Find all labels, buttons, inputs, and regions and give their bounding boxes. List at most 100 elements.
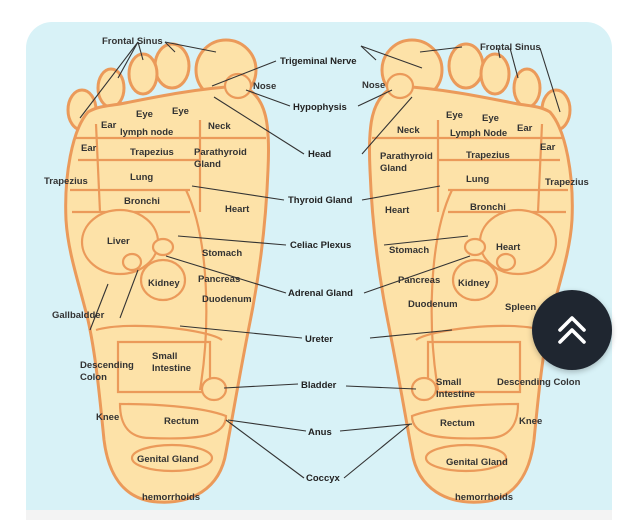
left-label-5: Ear: [81, 143, 97, 154]
leader-line-13: [361, 185, 441, 201]
leader-line-21: [345, 385, 417, 390]
right-label-21: Descending Colon: [497, 377, 581, 388]
left-label-2: Eye: [136, 109, 153, 120]
leader-line-27: [497, 47, 501, 59]
leader-line-28: [539, 47, 561, 113]
leader-line-5: [211, 60, 277, 87]
scroll-to-top-button[interactable]: [532, 290, 612, 370]
leader-line-17: [363, 255, 471, 294]
left-label-12: Nose: [253, 81, 276, 92]
leader-line-4: [164, 41, 217, 53]
right-label-10: Trapezius: [545, 177, 589, 188]
leader-line-29: [509, 47, 519, 79]
leader-line-9: [357, 89, 393, 107]
left-label-23: Rectum: [164, 416, 199, 427]
center-label-4: Celiac Plexus: [290, 240, 351, 251]
left-label-0: Frontal Sinus: [102, 36, 163, 47]
leader-line-12: [191, 185, 285, 201]
leader-line-22: [227, 419, 307, 432]
left-label-24: Genital Gland: [137, 454, 199, 465]
leader-line-1: [117, 41, 139, 79]
right-label-0: Frontal Sinus: [480, 42, 541, 53]
leader-line-8: [245, 89, 291, 107]
leader-line-18: [179, 325, 303, 339]
center-label-1: Hypophysis: [293, 102, 347, 113]
left-label-13: Heart: [225, 204, 250, 215]
right-label-24: Genital Gland: [446, 457, 508, 468]
center-label-7: Bladder: [301, 380, 337, 391]
right-label-25: hemorrhoids: [455, 492, 513, 503]
left-label-19: Gallbaldder: [52, 310, 105, 321]
left-label-17: Pancreas: [198, 274, 240, 285]
right-label-3: Eye: [482, 113, 499, 124]
leader-line-25: [343, 423, 411, 479]
left-label-14: Liver: [107, 236, 130, 247]
center-label-9: Coccyx: [306, 473, 341, 484]
left-label-15: Stomach: [202, 248, 242, 259]
leader-line-10: [213, 96, 305, 155]
right-label-19: Spleen: [505, 302, 536, 313]
double-chevron-up-icon: [558, 316, 586, 344]
center-label-5: Adrenal Gland: [288, 288, 353, 299]
right-label-6: Lymph Node: [450, 128, 507, 139]
leader-line-24: [225, 419, 305, 479]
right-label-11: Lung: [466, 174, 489, 185]
right-label-15: Stomach: [389, 245, 429, 256]
right-label-23: Rectum: [440, 418, 475, 429]
right-label-2: Eye: [446, 110, 463, 121]
leader-line-31: [89, 283, 109, 331]
right-label-1: Nose: [362, 80, 385, 91]
leader-line-15: [383, 235, 469, 246]
leader-line-2: [137, 41, 144, 61]
left-label-18: Duodenum: [202, 294, 252, 305]
left-label-7: Trapezius: [130, 147, 174, 158]
left-label-16: Kidney: [148, 278, 180, 289]
left-label-4: lymph node: [120, 127, 173, 138]
right-label-22: Knee: [519, 416, 542, 427]
left-label-22: Knee: [96, 412, 119, 423]
leader-line-16: [165, 255, 287, 294]
leader-line-7: [360, 45, 423, 69]
center-label-3: Thyroid Gland: [288, 195, 353, 206]
leader-lines: [79, 41, 561, 479]
right-label-7: Ear: [540, 142, 556, 153]
left-label-6: Trapezius: [44, 176, 88, 187]
right-label-8: Trapezius: [466, 150, 510, 161]
leader-line-19: [369, 329, 453, 339]
right-label-14: Heart: [496, 242, 521, 253]
right-label-12: Heart: [385, 205, 410, 216]
right-label-5: Neck: [397, 125, 420, 136]
leader-line-0: [79, 41, 139, 119]
left-label-8: Lung: [130, 172, 153, 183]
leader-line-3: [164, 41, 176, 53]
leader-line-30: [119, 269, 139, 319]
center-label-2: Head: [308, 149, 331, 160]
center-label-8: Anus: [308, 427, 332, 438]
right-label-18: Duodenum: [408, 299, 458, 310]
leader-line-6: [360, 45, 377, 61]
leader-line-26: [419, 46, 463, 53]
left-label-3: Eye: [172, 106, 189, 117]
leader-line-14: [177, 235, 287, 246]
leader-line-11: [361, 96, 413, 155]
card-footer-strip: [26, 510, 612, 520]
leader-line-20: [223, 383, 299, 389]
left-label-25: hemorrhoids: [142, 492, 200, 503]
right-label-16: Kidney: [458, 278, 490, 289]
right-label-13: Bronchi: [470, 202, 506, 213]
left-label-1: Ear: [101, 120, 117, 131]
center-label-0: Trigeminal Nerve: [280, 56, 357, 67]
left-foot: [64, 38, 271, 504]
left-label-9: Bronchi: [124, 196, 160, 207]
right-label-17: Pancreas: [398, 275, 440, 286]
center-label-6: Ureter: [305, 334, 333, 345]
left-label-10: Neck: [208, 121, 231, 132]
right-label-4: Ear: [517, 123, 533, 134]
